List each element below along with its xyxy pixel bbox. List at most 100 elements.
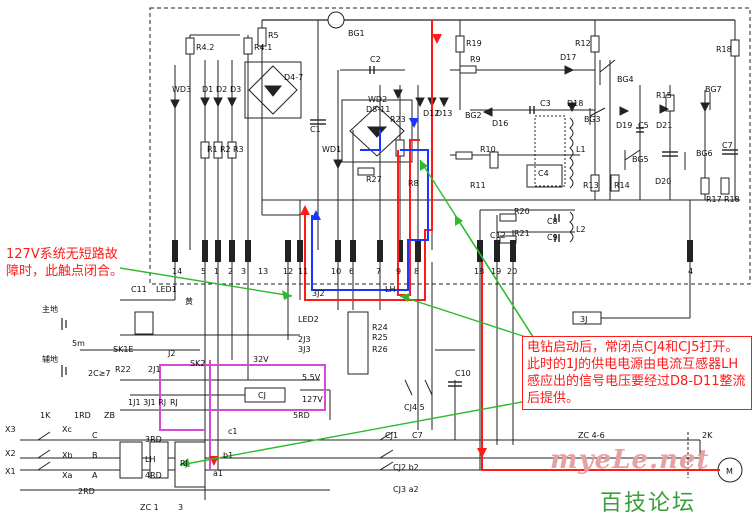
label-d12: D12 [423,109,439,118]
control-box-outline [149,7,751,285]
label-3rd: 3RD [145,435,162,444]
label-m: M [726,467,733,476]
label-r25: R25 [372,333,388,342]
label-zb: ZB [104,411,115,420]
label-x2: X2 [5,449,16,458]
label-3j3: 3J3 [298,345,311,354]
label-bg4: BG4 [617,75,634,84]
label-v127: 127V [302,395,323,404]
label-cj3: CJ3 a2 [393,485,419,494]
label-led2: LED2 [298,315,319,324]
label-bg7: BG7 [705,85,722,94]
label-r19: R19 [466,39,482,48]
label-c2c7: 2C≥7 [88,369,110,378]
annotation-left: 127V系统无短路故障时，此触点闭合。 [6,247,124,279]
label-c-phase: C [92,431,98,440]
terminal-label: 13 [258,267,268,276]
terminal-label: 8 [414,267,419,276]
label-c2: C2 [370,55,381,64]
label-d21: D21 [656,121,672,130]
terminal-label: 3 [241,267,246,276]
label-d17: D17 [560,53,576,62]
label-l1: L1 [576,145,586,154]
label-c5: C5 [638,121,649,130]
label-r14: R14 [614,181,630,190]
label-wd1: WD1 [322,145,341,154]
label-3j: 3J [580,315,587,324]
label-r26: R26 [372,345,388,354]
label-d18: D18 [567,99,583,108]
label-cj1: CJ1 [385,431,398,440]
label-c9: C9 [547,233,558,242]
terminal-label: 14 [172,267,182,276]
label-r42: R4.2 [196,43,214,52]
label-bg2: BG2 [465,111,482,120]
label-c12: C12 [490,231,506,240]
label-2rd: 2RD [78,487,95,496]
terminal-label: 2 [228,267,233,276]
label-lh-lower: LH [145,455,155,464]
label-r9: R9 [470,55,481,64]
label-aux-ground: 辅地 [42,354,58,364]
label-d3: D3 [230,85,241,94]
label-bg3: BG3 [584,115,601,124]
label-c11: C11 [131,285,147,294]
label-r1: R1 [207,145,218,154]
label-r13: R13 [583,181,599,190]
capacitors [310,66,738,242]
terminal-label: 10 [331,267,341,276]
label-zc: ZC 4-6 [578,431,605,440]
label-r27: R27 [366,175,382,184]
label-1rd: 1RD [74,411,91,420]
label-c8: C8 [547,217,558,226]
label-zc1: ZC 1 [140,503,159,512]
label-r2: R2 [220,145,231,154]
label-d19: D19 [616,121,632,130]
label-r41: R4.1 [254,43,272,52]
label-c1: C1 [310,125,321,134]
label-c1-lower: c1 [228,427,238,436]
label-rj: RJ [180,459,188,468]
resistors [185,27,740,244]
label-x1: X1 [5,467,16,476]
label-led1: LED1 [156,285,177,294]
label-main-ground: 主地 [42,304,58,314]
label-bg6: BG6 [696,149,713,158]
annotation-right: 电钻启动后，常闭点CJ4和CJ5打开。此时的1J的供电电源由电流互感器LH感应出… [522,336,752,410]
label-4rd: 4RD [145,471,162,480]
label-3j2: 3J2 [312,289,325,298]
label-l2: L2 [576,225,586,234]
terminal-label: 4 [688,267,693,276]
label-d1: D1 [202,85,213,94]
label-r12: R12 [575,39,591,48]
label-c3: C3 [540,99,551,108]
label-r3: R3 [233,145,244,154]
label-xb: Xb [62,451,73,460]
label-b1: b1 [223,451,233,460]
terminal-label: 6 [349,267,354,276]
label-1k: 1K [40,411,51,420]
label-r21: R21 [514,229,530,238]
terminal-label: 1 [214,267,219,276]
terminal-label: 11 [298,267,308,276]
label-lh: LH [385,285,395,294]
label-c4: C4 [538,169,549,178]
label-sk1e: SK1E [113,345,133,354]
terminal-label: 18 [474,267,484,276]
label-r18: R18 [716,45,732,54]
label-d2: D2 [216,85,227,94]
label-xc: Xc [62,425,72,434]
label-rj-upper: RJ [170,398,178,407]
label-3: 3 [178,503,183,512]
label-r5: R5 [268,31,279,40]
label-v55: 5.5V [302,373,321,382]
terminal-label: 5 [201,267,206,276]
label-c10: C10 [455,369,471,378]
label-xa: Xa [62,471,72,480]
label-r20: R20 [514,207,530,216]
label-c7b: C7 [412,431,423,440]
label-2k: 2K [702,431,713,440]
label-r23: R23 [390,115,406,124]
label-a-phase: A [92,471,98,480]
